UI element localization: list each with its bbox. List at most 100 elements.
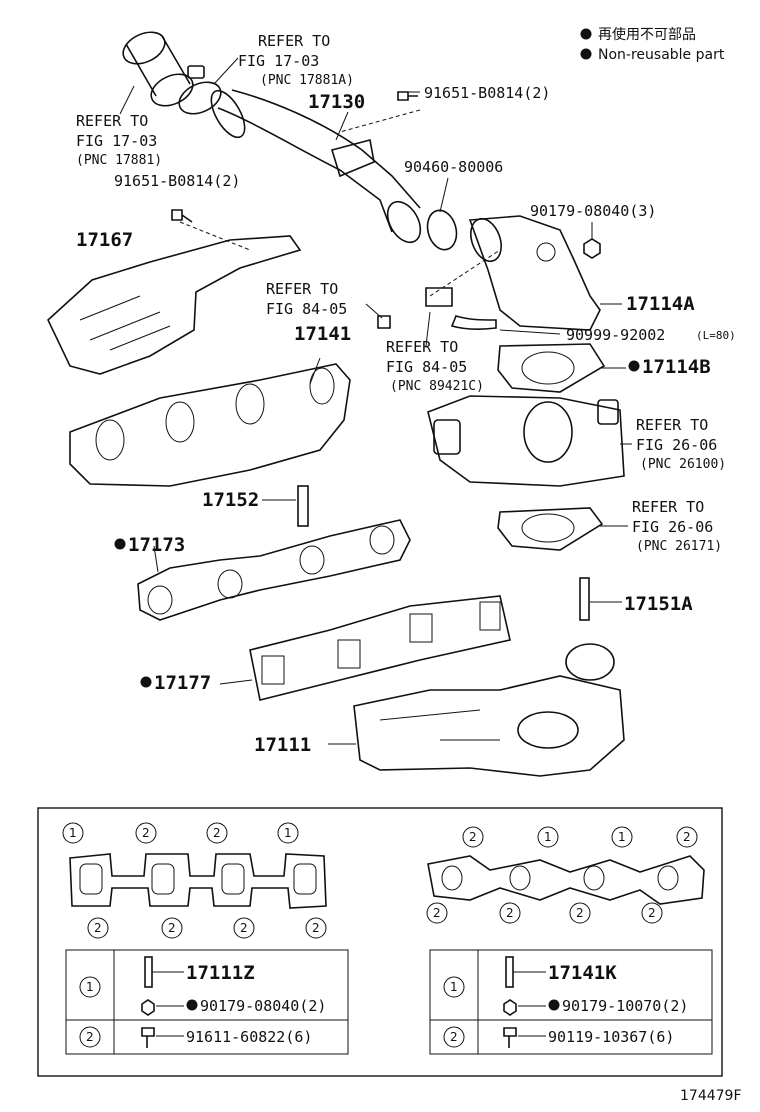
non-reusable-dot-icon [628, 360, 640, 372]
stud-17152 [297, 485, 309, 527]
stud-icon [144, 956, 153, 988]
figure-id: 174479F [680, 1088, 742, 1104]
part-17130-label: 17130 [308, 91, 365, 113]
svg-text:2: 2 [433, 906, 441, 920]
ref-fig-17-03-a-pnc: (PNC 17881A) [260, 73, 354, 88]
svg-text:2: 2 [142, 826, 150, 840]
heat-insulator-17167 [47, 109, 421, 375]
right-table-row1-b: 90179-10070(2) [562, 997, 688, 1015]
leader-lines [119, 57, 632, 745]
part-91651-left-label: 91651-B0814(2) [114, 172, 240, 190]
svg-text:2: 2 [240, 921, 248, 935]
left-table-row2-a: 91611-60822(6) [186, 1028, 312, 1046]
exhaust-manifold-17141 [69, 363, 351, 487]
ref-fig-26-06-b-pnc: (PNC 26171) [636, 539, 722, 554]
part-17173-label: 17173 [128, 534, 185, 556]
part-labels: REFER TO FIG 17-03 (PNC 17881A) REFER TO… [76, 32, 736, 756]
non-reusable-dot-icon [114, 538, 126, 550]
svg-text:2: 2 [86, 1030, 94, 1044]
ref-fig-84-05-a-line1: REFER TO [266, 280, 338, 298]
left-table-row1-a: 17111Z [186, 962, 255, 984]
legend-dot-icon [580, 48, 592, 60]
svg-text:1: 1 [86, 980, 94, 994]
bolts-91651 [171, 91, 418, 223]
sensor-and-hose [377, 249, 501, 331]
svg-text:2: 2 [312, 921, 320, 935]
right-table-row1-a: 17141K [548, 962, 617, 984]
intake-hose-top [122, 31, 194, 107]
ref-fig-84-05-b-pnc: (PNC 89421C) [390, 379, 484, 394]
svg-text:2: 2 [469, 830, 477, 844]
svg-text:2: 2 [168, 921, 176, 935]
ref-fig-26-06-b-line1: REFER TO [632, 498, 704, 516]
left-gasket-bottom-circles: 2 2 2 2 [87, 917, 327, 939]
ref-fig-84-05-b-line2: FIG 84-05 [386, 358, 467, 376]
part-90999-label: 90999-92002 [566, 326, 665, 344]
gasket-17177 [249, 595, 511, 701]
bolt-icon [503, 1027, 517, 1048]
ref-fig-26-06-a-pnc: (PNC 26100) [640, 457, 726, 472]
right-gasket-bottom-circles: 2 2 2 2 [426, 902, 663, 924]
svg-text:2: 2 [94, 921, 102, 935]
nut-icon [141, 999, 155, 1016]
ref-fig-17-03-b-line2: FIG 17-03 [76, 132, 157, 150]
tightening-detail-box: 1 2 2 1 2 2 2 2 2 1 1 2 2 2 2 [37, 807, 723, 1077]
svg-text:1: 1 [544, 830, 552, 844]
svg-text:2: 2 [450, 1030, 458, 1044]
ref-fig-84-05-b-line1: REFER TO [386, 338, 458, 356]
stud-17151A [579, 577, 590, 621]
part-17177-label: 17177 [154, 672, 211, 694]
ref-fig-84-05-a-line2: FIG 84-05 [266, 300, 347, 318]
svg-text:2: 2 [506, 906, 514, 920]
right-gasket-top-circles: 2 1 1 2 [462, 826, 698, 848]
non-reusable-dot-icon [140, 676, 152, 688]
air-pipe-17130 [210, 89, 422, 244]
part-90460-label: 90460-80006 [404, 158, 503, 176]
ref-fig-17-03-b-line1: REFER TO [76, 112, 148, 130]
svg-text:1: 1 [284, 826, 292, 840]
throttle-elbow-17114A [468, 215, 601, 331]
ref-fig-26-06-b-line2: FIG 26-06 [632, 518, 713, 536]
non-reusable-dot-icon [548, 999, 560, 1011]
gasket-26171 [497, 507, 604, 551]
svg-text:2: 2 [576, 906, 584, 920]
legend-jp: 再使用不可部品 [598, 26, 696, 43]
ref-fig-26-06-a-line1: REFER TO [636, 416, 708, 434]
intake-manifold-17111 [353, 643, 625, 777]
ref-fig-17-03-a-line2: FIG 17-03 [238, 52, 319, 70]
svg-text:2: 2 [648, 906, 656, 920]
svg-text:2: 2 [683, 830, 691, 844]
legend-en: Non-reusable part [598, 47, 725, 63]
ref-fig-17-03-a-line1: REFER TO [258, 32, 330, 50]
part-17114A-label: 17114A [626, 293, 695, 315]
part-17141-label: 17141 [294, 323, 351, 345]
legend: 再使用不可部品 Non-reusable part [580, 26, 725, 63]
clamp-90460 [426, 209, 458, 251]
right-gasket-diagram [427, 855, 705, 905]
throttle-body-26100 [427, 395, 625, 487]
left-gasket-diagram [69, 853, 327, 909]
ref-fig-17-03-b-pnc: (PNC 17881) [76, 153, 162, 168]
gasket-17114B [497, 343, 606, 393]
part-90179-08040-label: 90179-08040(3) [530, 202, 656, 220]
svg-text:1: 1 [69, 826, 77, 840]
part-91651-top-label: 91651-B0814(2) [424, 84, 550, 102]
part-17114B-label: 17114B [642, 356, 711, 378]
non-reusable-dot-icon [186, 999, 198, 1011]
bolt-icon [141, 1027, 155, 1048]
right-table-row2-a: 90119-10367(6) [548, 1028, 674, 1046]
part-17111-label: 17111 [254, 734, 311, 756]
part-17151A-label: 17151A [624, 593, 693, 615]
part-17167-label: 17167 [76, 229, 133, 251]
svg-text:1: 1 [450, 980, 458, 994]
right-fastener-table: 1 2 17141K 90179-10070(2) 90119-10367(6) [429, 949, 713, 1055]
stud-icon [505, 956, 514, 988]
left-fastener-table: 1 2 17111Z 90179-08040(2) 91611-60822(6) [65, 949, 349, 1055]
part-17152-label: 17152 [202, 489, 259, 511]
part-90999-note: (L=80) [696, 329, 736, 342]
legend-dot-icon [580, 28, 592, 40]
ref-fig-26-06-a-line2: FIG 26-06 [636, 436, 717, 454]
hose-clamp [178, 65, 222, 115]
gasket-17173 [137, 519, 411, 621]
